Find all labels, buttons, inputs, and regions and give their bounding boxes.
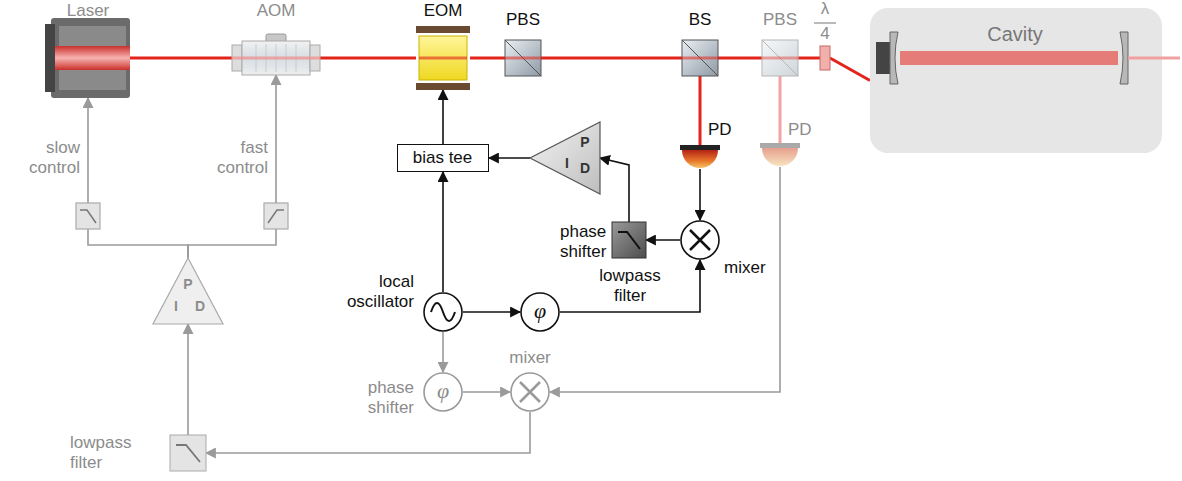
waveplate-shape (820, 46, 830, 70)
filter-icon (76, 203, 100, 229)
part-label: lowpass filter (70, 433, 144, 474)
laser-beam (130, 57, 232, 60)
symbol-text: φ (437, 378, 449, 404)
phase-shifter: phase shifterφ (520, 292, 560, 332)
beam-splitter: PBS (762, 40, 798, 76)
part-label: Cavity (987, 22, 1043, 46)
pid-controller: PID (153, 258, 223, 324)
pid-controller: PID (530, 122, 600, 194)
beam-splitter-shape (762, 40, 798, 76)
symbol-text: φ (534, 298, 546, 324)
laser-beam (830, 58, 870, 81)
part-label: EOM (424, 1, 463, 21)
local-oscillator-shape (423, 292, 463, 332)
part-label: phase shifter (354, 378, 414, 419)
signal-label: slow control (16, 138, 80, 179)
laser-beam (718, 57, 762, 60)
signal-wire (600, 158, 629, 222)
signal-wire (188, 75, 276, 258)
signal-wire (463, 391, 510, 393)
waveplate: λ4 (820, 46, 830, 70)
part-label: lowpass filter (593, 266, 667, 307)
mixer-shape (680, 220, 720, 260)
signal-wire (442, 332, 444, 372)
symbol-text: D (580, 160, 590, 177)
signal-wire (442, 172, 444, 292)
signal-label: fast control (206, 138, 268, 179)
part-label: PD (708, 120, 732, 140)
laser-beam (541, 57, 682, 60)
laser-shape (45, 18, 130, 98)
part-label: PBS (763, 10, 797, 30)
mixer-shape (510, 372, 550, 412)
part-label: phase shifter (560, 222, 620, 263)
phase-shifter: phase shifterφ (423, 372, 463, 412)
beam-splitter-shape (682, 40, 718, 76)
laser-beam (699, 76, 702, 145)
part-label: P (580, 134, 589, 151)
aom-shape (232, 41, 320, 75)
eom: EOM (416, 26, 470, 90)
beam-splitter: BS (682, 40, 718, 76)
signal-wire (550, 167, 780, 392)
symbol-text: I (174, 298, 178, 315)
mixer: mixer (680, 220, 720, 260)
part-label: BS (689, 10, 712, 30)
signal-wire (699, 169, 701, 220)
beam-splitter-shape (505, 40, 541, 76)
signal-wire (88, 98, 188, 258)
signal-wire (442, 90, 444, 144)
part-label: local oscillator (332, 272, 414, 313)
signal-wire (489, 157, 530, 159)
beam-splitter: PBS (505, 40, 541, 76)
laser-beam (470, 57, 505, 60)
local-oscillator: local oscillator (423, 292, 463, 332)
part-label: PBS (506, 10, 540, 30)
signal-wire (463, 311, 520, 313)
laser: Laser (45, 18, 130, 98)
pid-controller-shape (530, 122, 600, 194)
part-label: PD (788, 120, 812, 140)
lowpass-filter-shape (612, 222, 646, 258)
signal-wire (187, 324, 189, 435)
photodiode-shape (680, 145, 720, 169)
aom: AOM (232, 41, 320, 75)
signal-wire (646, 239, 680, 241)
part-label: Laser (67, 1, 110, 21)
part-label: mixer (724, 258, 766, 278)
lowpass-filter: lowpass filter (170, 435, 206, 471)
symbol-text: 4 (820, 24, 829, 44)
laser-beam (320, 57, 416, 60)
lowpass-filter: lowpass filter (612, 222, 646, 258)
signal-wire (206, 412, 530, 453)
photodiode: PD (680, 145, 720, 169)
lowpass-filter-shape (170, 435, 206, 471)
cavity: Cavity (870, 8, 1162, 153)
part-label: mixer (509, 348, 551, 368)
eom-shape (416, 26, 470, 90)
laser-beam (779, 76, 782, 143)
part-label: λ (821, 0, 830, 19)
part-label: P (183, 276, 192, 293)
laser-beam (798, 57, 820, 60)
part-label: AOM (257, 1, 296, 21)
photodiode: PD (760, 143, 800, 167)
photodiode-shape (760, 143, 800, 167)
symbol-text: D (195, 298, 205, 315)
signal-wire (560, 260, 700, 312)
filter-icon (264, 203, 288, 229)
bias-tee: bias tee (397, 144, 489, 172)
symbol-text: I (565, 155, 569, 172)
mixer: mixer (510, 372, 550, 412)
part-label: bias tee (413, 148, 473, 168)
